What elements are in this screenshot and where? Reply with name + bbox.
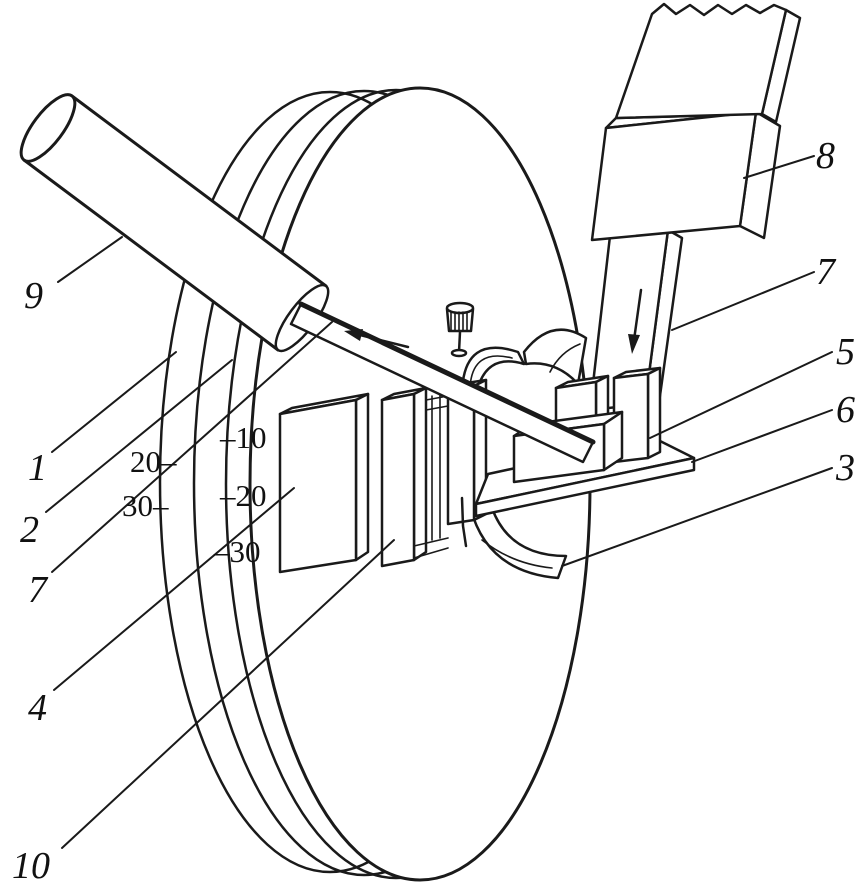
- cylinder-9-endcap-left: [19, 93, 77, 163]
- screw-knob-cap: [445, 301, 475, 315]
- scale-tick-inner-10: –10: [219, 420, 267, 455]
- leader-line-7-left: [51, 321, 333, 573]
- leader-line-10: [61, 539, 395, 849]
- callout-2: 2: [20, 509, 39, 551]
- feed-shaft-assembly: [588, 2, 802, 412]
- bracket-bottom-web-1: [413, 537, 449, 547]
- callout-4: 4: [28, 687, 47, 729]
- motion-arrow-down-shaft: [632, 288, 643, 342]
- leader-line-8: [743, 155, 815, 179]
- motion-arrow-down-head: [628, 334, 640, 354]
- push-rod-top-edge: [298, 301, 596, 445]
- leader-line-7-right: [671, 271, 815, 331]
- slider-5-side-face: [602, 410, 624, 472]
- right-plate-2-side: [646, 366, 662, 460]
- leader-line-9: [57, 236, 123, 283]
- rod-assembly: [19, 93, 596, 464]
- plate-4-front-face: [278, 398, 358, 574]
- scale-tick-inner-30: –30: [213, 534, 261, 569]
- leader-line-6: [691, 409, 833, 463]
- screw-stem: [457, 330, 462, 354]
- bracket-bottom-web-2: [413, 547, 449, 559]
- cylinder-9-body: [22, 94, 328, 352]
- lower-arc-segment-inner-line: [481, 539, 553, 569]
- upper-arc-guide-right-wing: [522, 328, 588, 386]
- scale-tick-outer-30: 30–: [122, 488, 169, 523]
- pointer-pin: [460, 496, 468, 548]
- bracket-10-left-upright-front: [380, 392, 416, 568]
- scale-tick-inner-20: –20: [219, 478, 267, 513]
- adjusting-screw: [445, 301, 475, 548]
- bracket-top-bridge-2: [425, 405, 449, 411]
- collar-8-front-face: [590, 110, 758, 242]
- upper-arc-guide-inner-line-right: [549, 343, 581, 373]
- leader-line-1: [51, 351, 177, 453]
- callout-8: 8: [816, 135, 835, 177]
- plate-4-side-face: [354, 392, 370, 562]
- leader-line-5: [649, 351, 833, 439]
- callout-5: 5: [836, 331, 855, 373]
- callout-7-right: 7: [816, 251, 837, 293]
- leader-line-2: [45, 359, 233, 513]
- callout-10: 10: [12, 845, 50, 887]
- central-mechanism: [278, 328, 588, 580]
- scale-tick-outer-20: 20–: [130, 444, 177, 479]
- callout-7-left: 7: [28, 569, 49, 611]
- screw-base: [450, 348, 468, 358]
- upper-shaft-front-face: [614, 2, 788, 120]
- callout-3: 3: [835, 447, 855, 489]
- annotations: 9 1 2 7 4 10 8 7 5 6 3 20– 30– –10 –20 –…: [12, 135, 855, 887]
- motion-arrow-left-rod: [354, 332, 410, 349]
- platform-6-front-edge: [474, 456, 696, 518]
- motion-arrow-left-head: [344, 329, 363, 341]
- bracket-10-left-upright-side: [412, 386, 428, 562]
- callout-1: 1: [28, 447, 47, 489]
- platform-and-slider: [474, 366, 696, 518]
- callout-6: 6: [836, 389, 855, 431]
- leader-line-4: [53, 487, 295, 691]
- leader-line-3: [561, 467, 833, 567]
- callout-9: 9: [24, 275, 43, 317]
